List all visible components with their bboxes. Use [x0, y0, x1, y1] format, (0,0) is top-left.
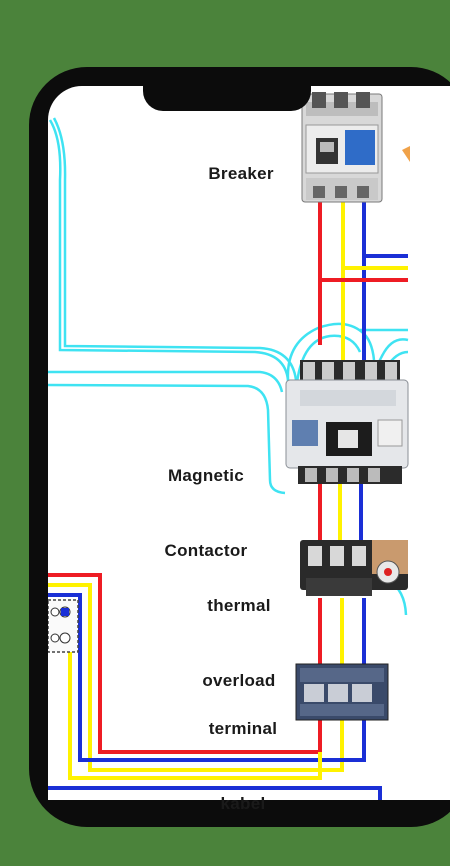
power-wires [48, 200, 408, 800]
wiring-diagram [48, 92, 410, 800]
terminal-label: terminal kabel [196, 666, 290, 866]
overload-label-line2: overload [202, 671, 276, 690]
device-edge-mark [402, 146, 410, 162]
contactor-label-line2: Contactor [164, 541, 248, 560]
breaker-label: Breaker [188, 136, 274, 211]
overload-label: thermal overload [193, 543, 285, 743]
breaker-image [301, 92, 383, 203]
breaker-label-text: Breaker [208, 164, 274, 183]
control-terminal-box [48, 599, 79, 653]
overload-label-line1: thermal [207, 596, 271, 615]
terminal-label-line2: kabel [220, 794, 266, 813]
app-screen: Breaker Magnetic Contactor thermal overl… [29, 67, 450, 827]
terminal-label-line1: terminal [208, 719, 278, 738]
terminal-block-image [295, 663, 389, 721]
overload-image [300, 540, 408, 596]
contactor-label: Magnetic Contactor [154, 413, 258, 613]
contactor-label-line1: Magnetic [167, 466, 245, 485]
phone-notch [143, 79, 311, 111]
contactor-image [285, 360, 409, 484]
